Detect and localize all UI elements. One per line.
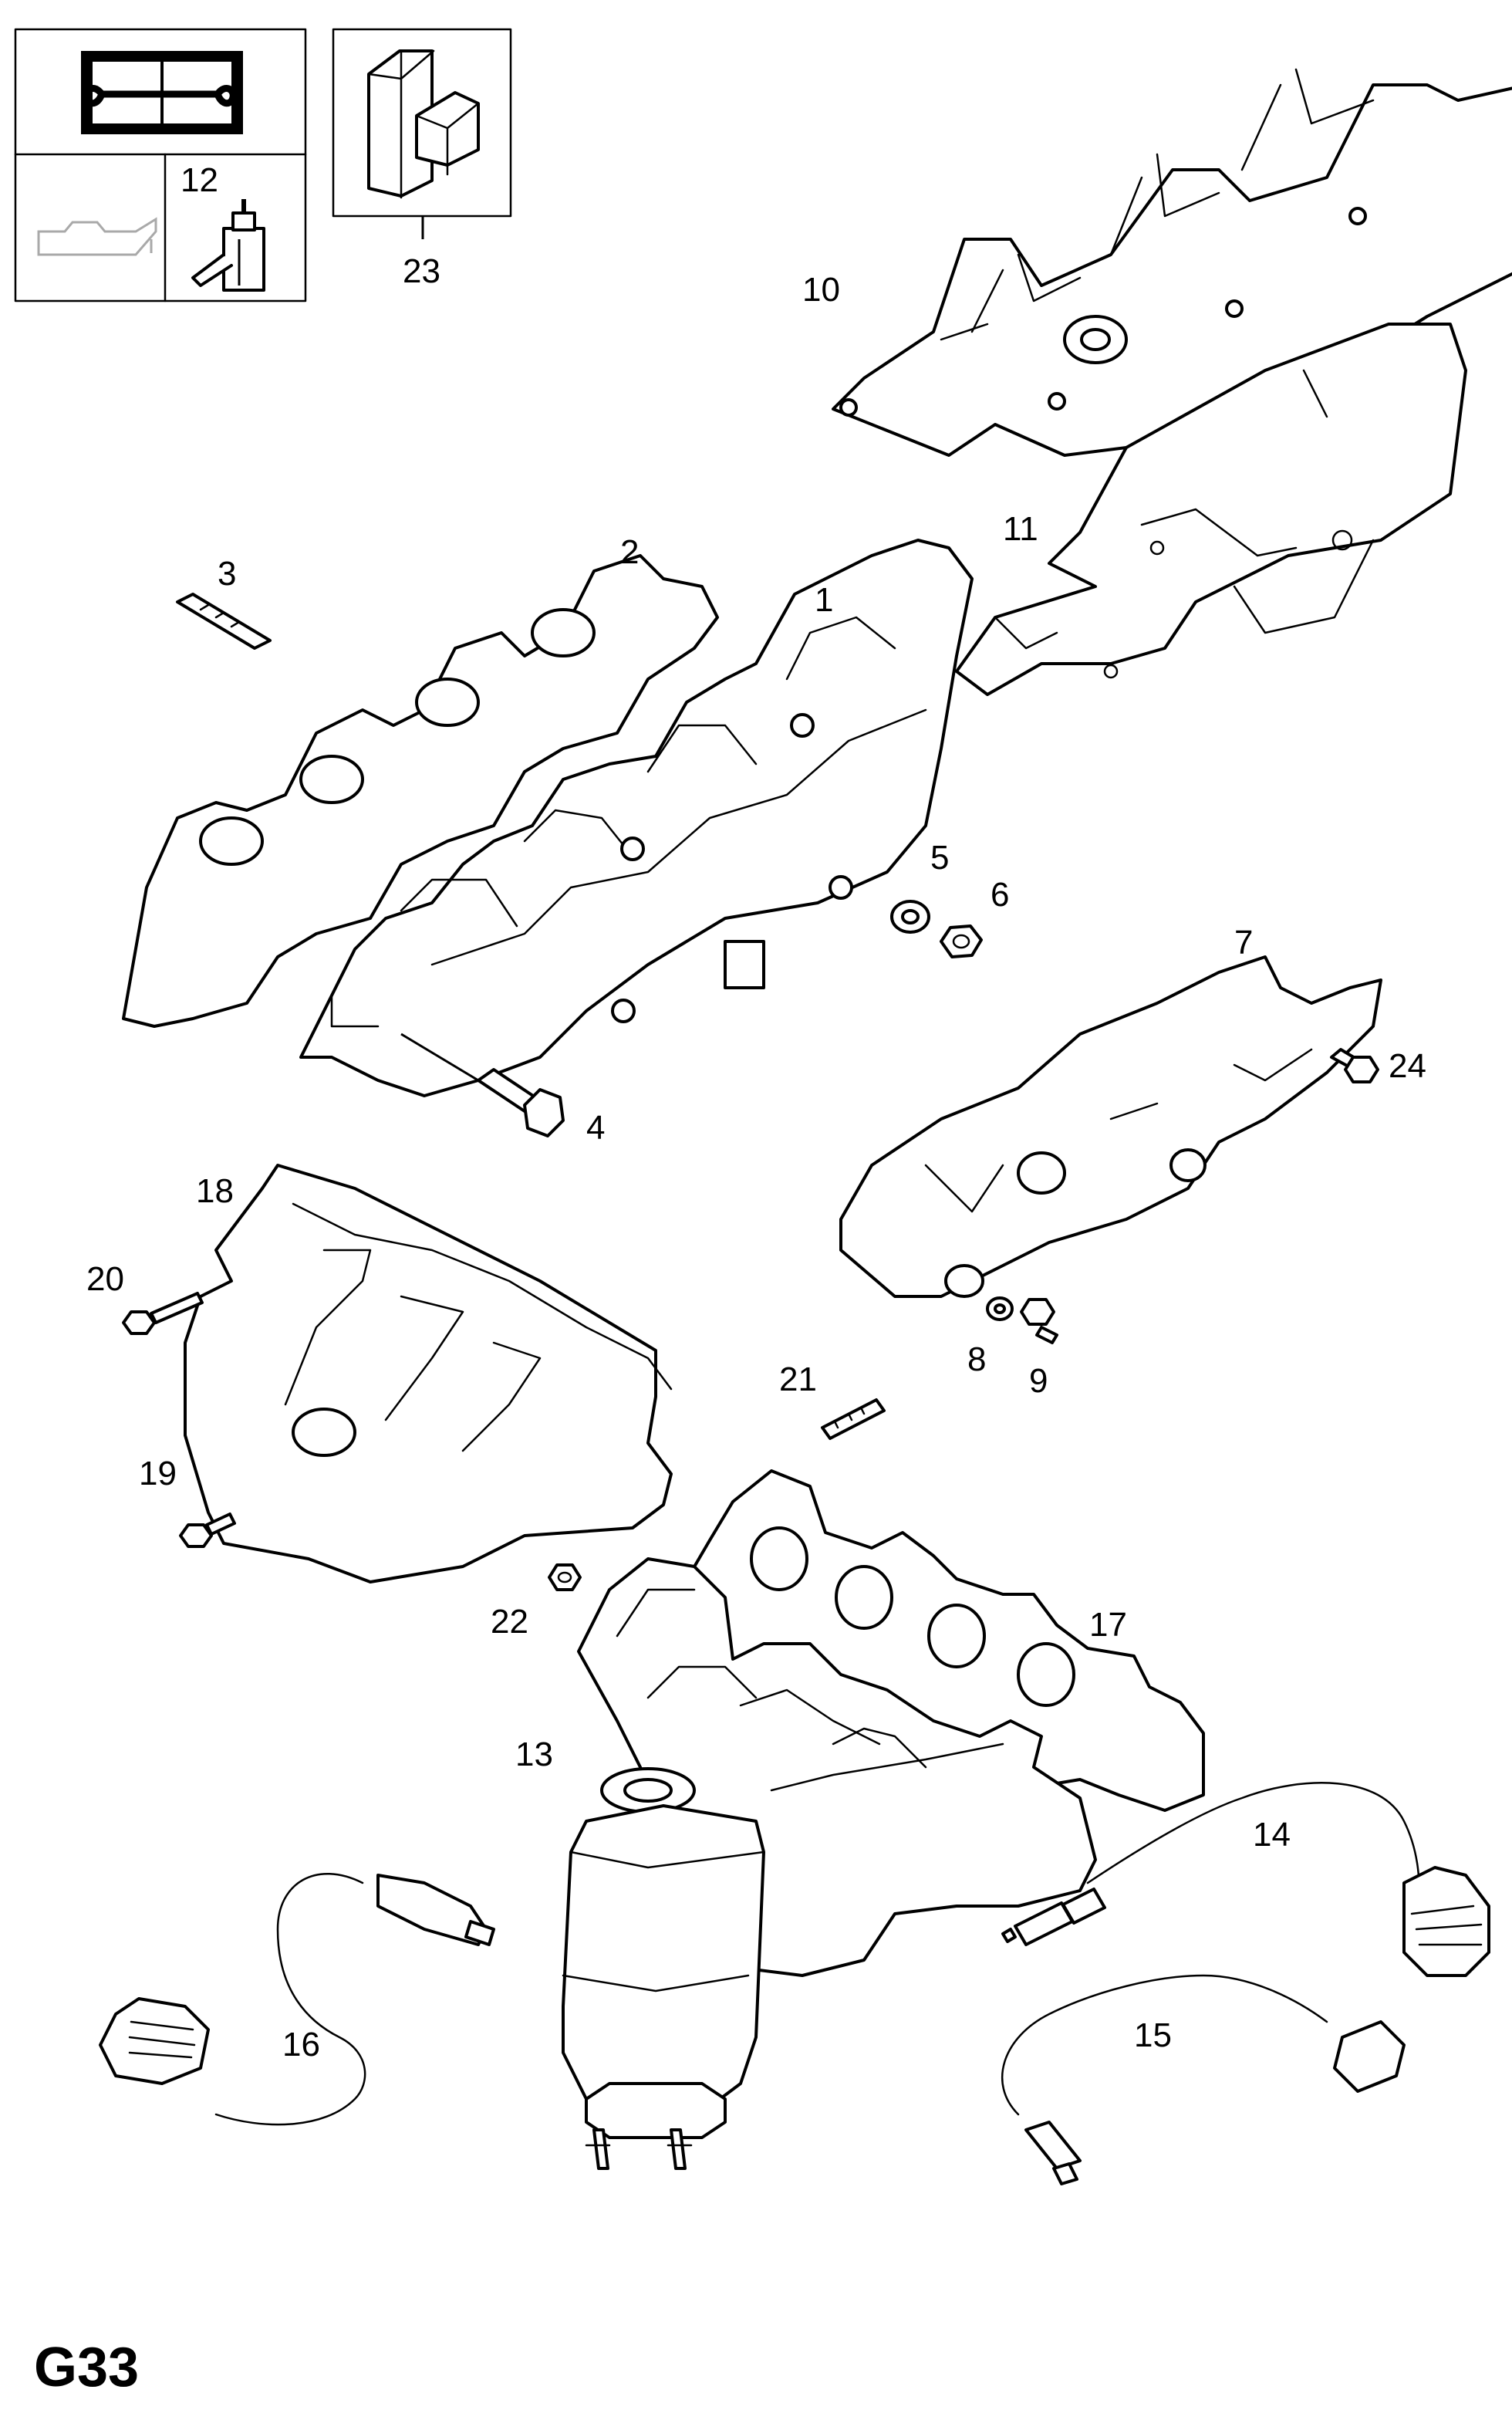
callout-2: 2 xyxy=(620,533,639,571)
callout-16: 16 xyxy=(282,2026,320,2063)
callout-17: 17 xyxy=(1089,1606,1127,1644)
clip-box: 23 xyxy=(332,28,512,290)
callout-15: 15 xyxy=(1134,2016,1172,2054)
small-nut xyxy=(548,1563,582,1591)
hex-nut xyxy=(940,924,983,958)
page-code: G33 xyxy=(34,2337,139,2398)
catalyst-heat-shield xyxy=(184,1164,673,1583)
legend-box: 12 xyxy=(14,28,307,302)
flange-bolt xyxy=(1020,1298,1058,1344)
open-book-with-wrench-icon xyxy=(81,51,243,134)
lower-heat-shield xyxy=(839,955,1382,1298)
lower-stud xyxy=(821,1398,886,1440)
upper-heat-shield xyxy=(955,323,1467,696)
callout-6: 6 xyxy=(991,876,1009,914)
callout-20: 20 xyxy=(86,1260,124,1298)
callout-1: 1 xyxy=(815,581,833,619)
callout-3: 3 xyxy=(218,555,236,593)
small-bolt xyxy=(1330,1048,1379,1083)
callout-11: 11 xyxy=(1003,510,1038,548)
manifold-bolt xyxy=(400,1033,565,1137)
washer xyxy=(890,900,930,934)
callout-14: 14 xyxy=(1253,1816,1291,1854)
oil-can-icon xyxy=(37,217,157,256)
shield-bolt-upper xyxy=(122,1292,204,1335)
oxygen-sensor-lower xyxy=(1001,1974,1406,2185)
sealant-bottle-icon xyxy=(191,199,265,292)
callout-9: 9 xyxy=(1029,1362,1048,1400)
callout-4: 4 xyxy=(586,1109,605,1147)
callout-21: 21 xyxy=(779,1360,817,1398)
exhaust-manifold xyxy=(299,539,974,1097)
small-washer xyxy=(986,1296,1014,1321)
callout-22: 22 xyxy=(491,1603,528,1641)
oxygen-sensor-left xyxy=(99,1873,495,2126)
shield-bolt-lower xyxy=(179,1512,236,1548)
upper-manifold-gasket xyxy=(122,554,719,1028)
callout-19: 19 xyxy=(139,1455,177,1492)
callout-5: 5 xyxy=(930,839,949,877)
callout-13: 13 xyxy=(515,1736,553,1773)
oxygen-sensor-upper xyxy=(1001,1782,1490,1977)
callout-8: 8 xyxy=(967,1340,986,1378)
clip-label: 23 xyxy=(403,252,440,290)
clip-part xyxy=(367,49,480,199)
catalytic-converter-manifold xyxy=(562,1557,1097,2170)
sealant-label: 12 xyxy=(181,161,218,199)
callout-18: 18 xyxy=(196,1172,234,1210)
callout-7: 7 xyxy=(1234,924,1253,962)
catalyst-manifold-gasket xyxy=(654,1469,1205,1812)
manifold-stud xyxy=(176,593,272,650)
callout-10: 10 xyxy=(802,271,840,309)
callout-24: 24 xyxy=(1389,1047,1426,1085)
